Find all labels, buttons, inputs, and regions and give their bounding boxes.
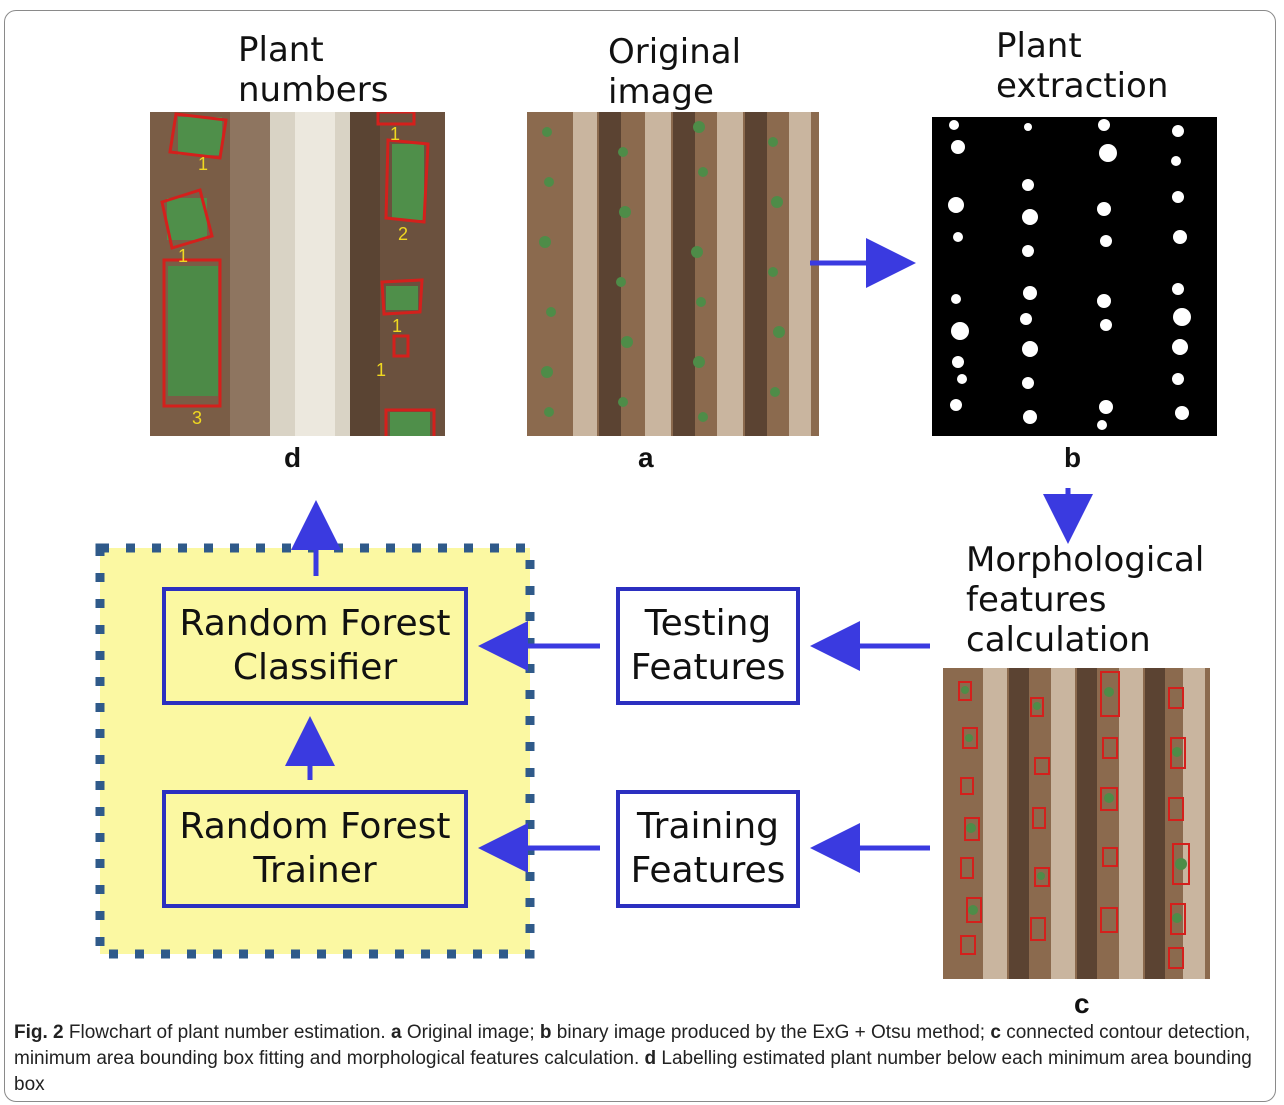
morphological-svg [943,668,1210,979]
count-label: 1 [392,316,403,336]
testing-line1: Testing [644,603,772,644]
original-image-svg [527,112,819,436]
panel-a-title: Original image [608,32,741,112]
panel-letter-d: d [284,442,302,473]
panel-b-title: Plant extraction [996,26,1168,106]
caption-c-letter: c [990,1022,1001,1043]
random-forest-trainer-box: Random Forest Trainer [162,790,468,908]
panel-a-title-line1: Original [608,32,742,72]
count-label: 1 [390,124,401,144]
count-label: 1 [178,246,189,266]
panel-d-title-line1: Plant [238,30,324,70]
classifier-line2: Classifier [232,647,398,688]
caption-b-letter: b [539,1022,552,1043]
plant-numbers-image: 1 1 2 1 1 1 3 [150,112,445,436]
count-label: 1 [198,154,209,174]
figure-caption: Fig. 2 Flowchart of plant number estimat… [14,1020,1270,1098]
panel-letter-c: c [1074,988,1090,1019]
testing-features-box: Testing Features [616,587,800,705]
count-label: 1 [376,360,387,380]
training-line1: Training [636,806,780,847]
morphological-image [943,668,1210,979]
panel-c-title: Morphological features calculation [966,540,1204,660]
panel-d-title-line2: numbers [238,70,389,110]
panel-d-title: Plant numbers [238,30,388,110]
caption-c-text: connected contour detection, minimum are… [14,1022,1251,1069]
caption-a-letter: a [391,1022,402,1043]
caption-d-letter: d [644,1048,657,1069]
count-label: 3 [192,408,203,428]
panel-b-title-line1: Plant [996,26,1082,66]
training-features-box: Training Features [616,790,800,908]
original-image [527,112,819,436]
panel-letter-a: a [638,442,654,473]
training-line2: Features [630,850,786,891]
caption-d-text: Labelling estimated plant number below e… [14,1048,1252,1095]
trainer-line1: Random Forest [179,806,451,847]
panel-b-title-line2: extraction [996,66,1169,106]
plant-numbers-svg [150,112,445,436]
panel-letter-b: b [1064,442,1082,473]
classifier-region-dotted-border [95,543,535,959]
panel-c-title-line1: Morphological [966,540,1205,580]
count-label: 2 [398,224,409,244]
caption-fig-label: Fig. 2 [14,1022,64,1043]
caption-intro: Flowchart of plant number estimation. [63,1022,391,1043]
panel-c-title-line2: features [966,580,1107,620]
caption-a-text: Original image; [401,1022,540,1043]
panel-a-title-line2: image [608,72,714,112]
random-forest-classifier-box: Random Forest Classifier [162,587,468,705]
panel-c-title-line3: calculation [966,620,1151,660]
plant-extraction-svg [932,117,1217,436]
caption-b-text: binary image produced by the ExG + Otsu … [551,1022,991,1043]
testing-line2: Features [630,647,786,688]
plant-extraction-image [932,117,1217,436]
classifier-line1: Random Forest [179,603,451,644]
trainer-line2: Trainer [253,850,377,891]
